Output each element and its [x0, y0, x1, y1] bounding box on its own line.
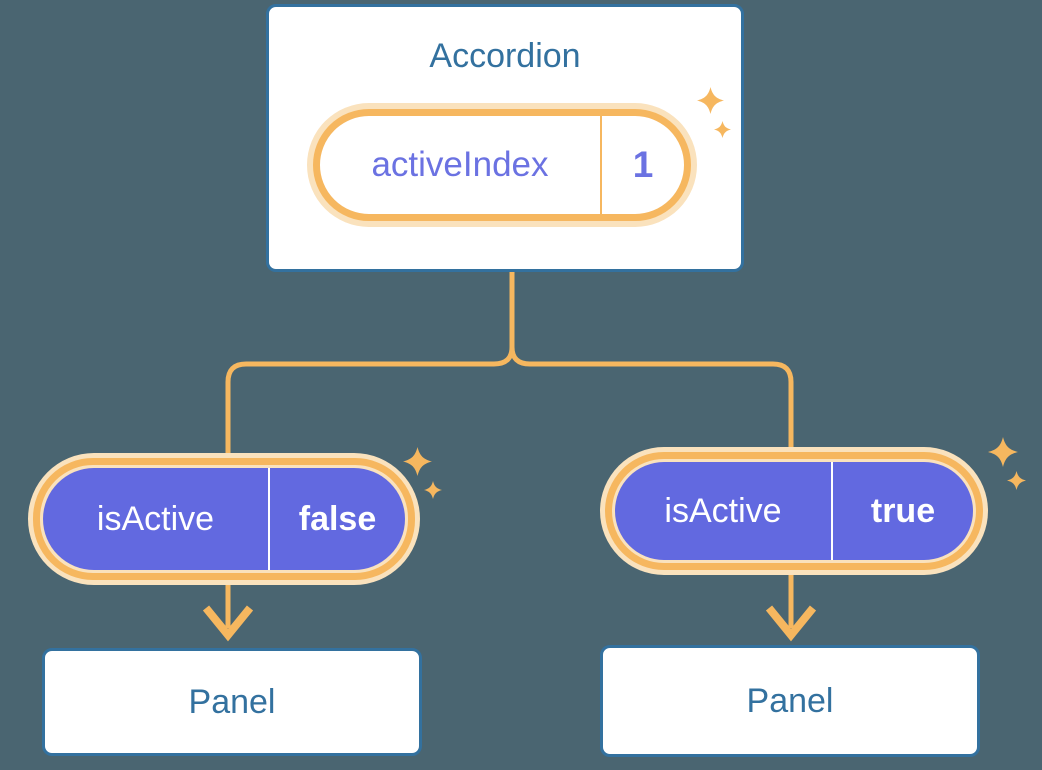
prop-pill-left-ring: isActive false [33, 458, 415, 580]
panel-card-left: Panel [42, 648, 422, 756]
prop-pill-right-fill: isActive true [615, 462, 973, 560]
prop-pill-right-ring: isActive true [605, 452, 983, 570]
prop-name-left: isActive [96, 499, 215, 538]
state-name: activeIndex [371, 145, 549, 184]
state-pill-divider [600, 116, 602, 214]
prop-pill-left-fill: isActive false [43, 468, 405, 570]
panel-label-left: Panel [188, 682, 276, 721]
accordion-title: Accordion [429, 37, 581, 75]
prop-pill-left-divider [268, 468, 270, 570]
panel-card-right: Panel [600, 645, 980, 757]
arrowhead-right [765, 605, 817, 642]
panel-label-right: Panel [746, 681, 834, 720]
arrowhead-left [202, 605, 254, 642]
state-pill-ring: activeIndex 1 [313, 109, 691, 221]
prop-value-left: false [298, 499, 377, 538]
state-pill: activeIndex 1 [307, 103, 697, 227]
prop-value-right: true [870, 491, 936, 530]
prop-pill-left: isActive false [28, 453, 420, 585]
sparkle-icon [403, 447, 432, 476]
sparkle-icon [1007, 471, 1026, 490]
state-value: 1 [632, 144, 654, 185]
prop-pill-right: isActive true [600, 447, 988, 575]
sparkle-icon [424, 481, 442, 499]
prop-pill-right-divider [831, 462, 833, 560]
prop-name-right: isActive [664, 491, 782, 530]
sparkle-icon [988, 437, 1018, 467]
